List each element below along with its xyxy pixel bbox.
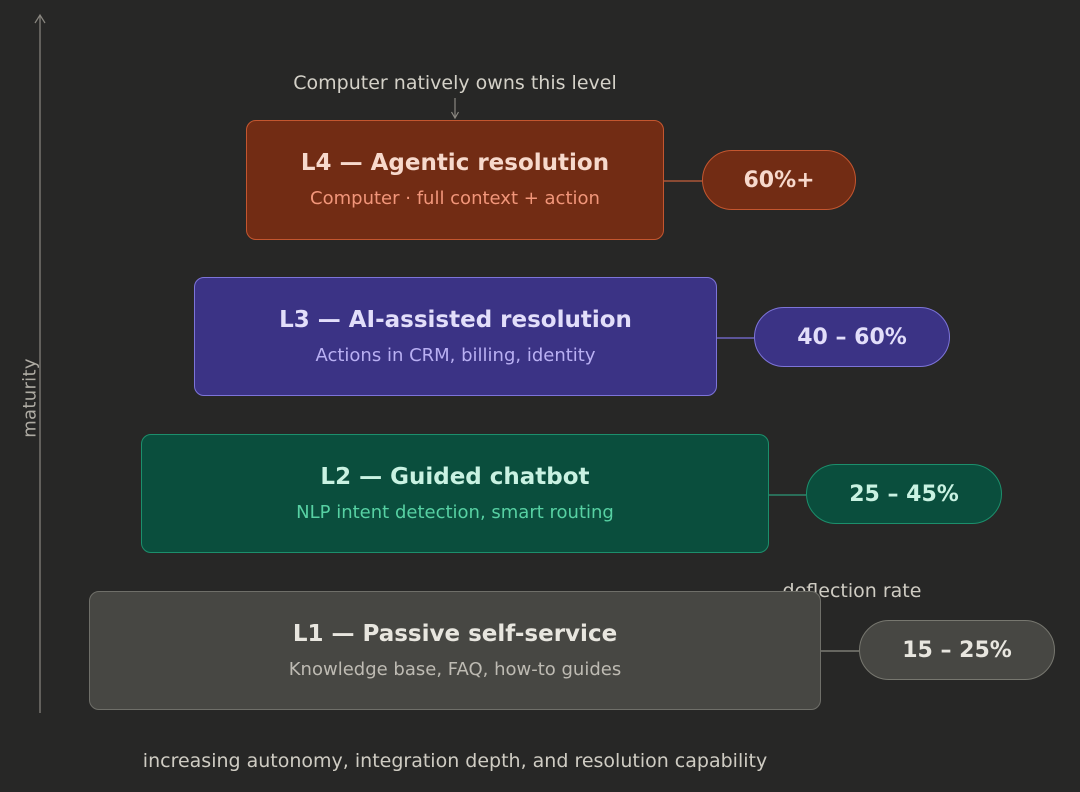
- axis-arrow-head: [34, 13, 46, 24]
- connector-line: [717, 337, 754, 339]
- level-title: L3 — AI-assisted resolution: [279, 306, 632, 333]
- rate-pill-l2: 25 – 45%: [806, 464, 1002, 524]
- y-axis-label: maturity: [19, 358, 41, 438]
- level-subtitle: Knowledge base, FAQ, how-to guides: [288, 658, 622, 680]
- rate-pill-l3: 40 – 60%: [754, 307, 950, 367]
- rate-pill-l1: 15 – 25%: [859, 620, 1055, 680]
- rate-pill-l4: 60%+: [702, 150, 856, 210]
- level-subtitle: NLP intent detection, smart routing: [296, 501, 614, 523]
- level-subtitle: Actions in CRM, billing, identity: [315, 344, 596, 366]
- connector-line: [821, 650, 859, 652]
- level-box-l1: L1 — Passive self-service Knowledge base…: [89, 591, 821, 710]
- annotation-pointer-head: [450, 111, 460, 120]
- level-title: L1 — Passive self-service: [292, 620, 618, 647]
- level-subtitle: Computer · full context + action: [310, 188, 600, 209]
- level-title: L4 — Agentic resolution: [300, 150, 610, 177]
- level-box-l3: L3 — AI-assisted resolution Actions in C…: [194, 277, 717, 396]
- connector-line: [664, 180, 702, 182]
- x-axis-caption: increasing autonomy, integration depth, …: [142, 750, 768, 772]
- level-box-l2: L2 — Guided chatbot NLP intent detection…: [141, 434, 769, 553]
- level-box-l4: L4 — Agentic resolution Computer · full …: [246, 120, 664, 240]
- annotation-text: Computer natively owns this level: [293, 72, 617, 94]
- level-title: L2 — Guided chatbot: [320, 463, 590, 490]
- connector-line: [769, 494, 806, 496]
